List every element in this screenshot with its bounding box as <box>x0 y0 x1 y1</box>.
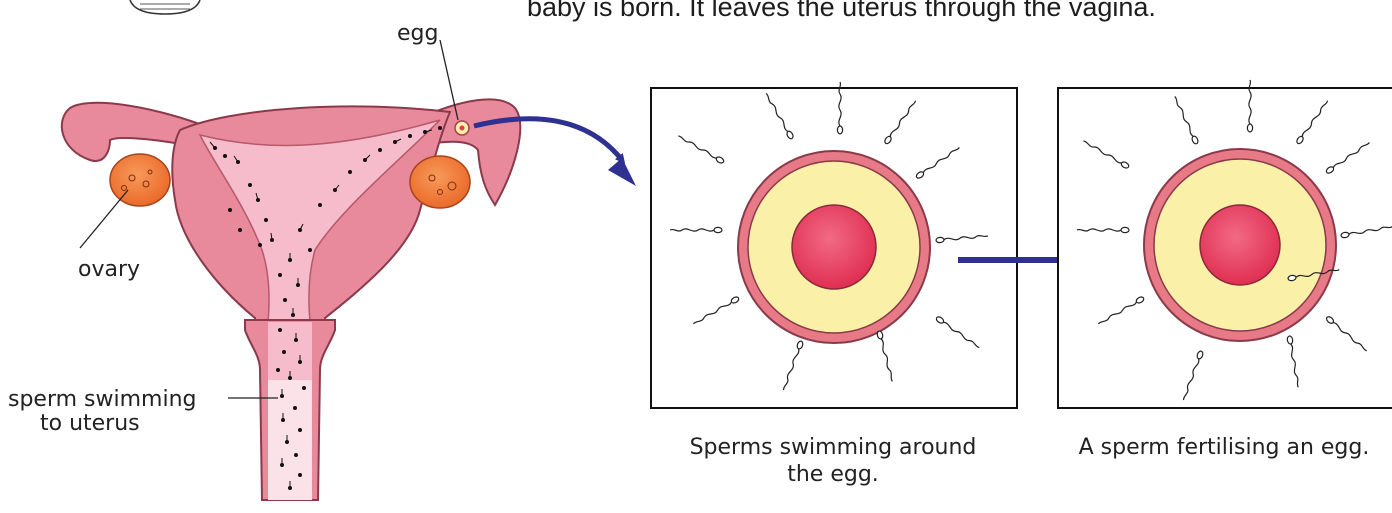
uterus-illustration <box>62 99 520 500</box>
sperm-label-line2: to uterus <box>40 410 140 437</box>
ovary-label: ovary <box>78 256 140 283</box>
panel-sperm-fertilising-egg <box>1058 80 1392 408</box>
caption-panel1: Sperms swimming around the egg. <box>640 434 1026 488</box>
left-ovary <box>110 154 170 206</box>
ovary-leader-line <box>80 190 128 248</box>
right-ovary <box>410 156 470 208</box>
top-fragment-decoration <box>130 0 200 14</box>
caption-panel2: A sperm fertilising an egg. <box>1056 434 1392 461</box>
caption-panel1-line2: the egg. <box>640 461 1026 488</box>
sperm-label-line1: sperm swimming <box>8 386 197 413</box>
panel-sperms-around-egg <box>651 82 1017 408</box>
caption-panel1-line1: Sperms swimming around <box>640 434 1026 461</box>
egg-label: egg <box>397 20 438 47</box>
egg-in-tube <box>455 121 469 135</box>
